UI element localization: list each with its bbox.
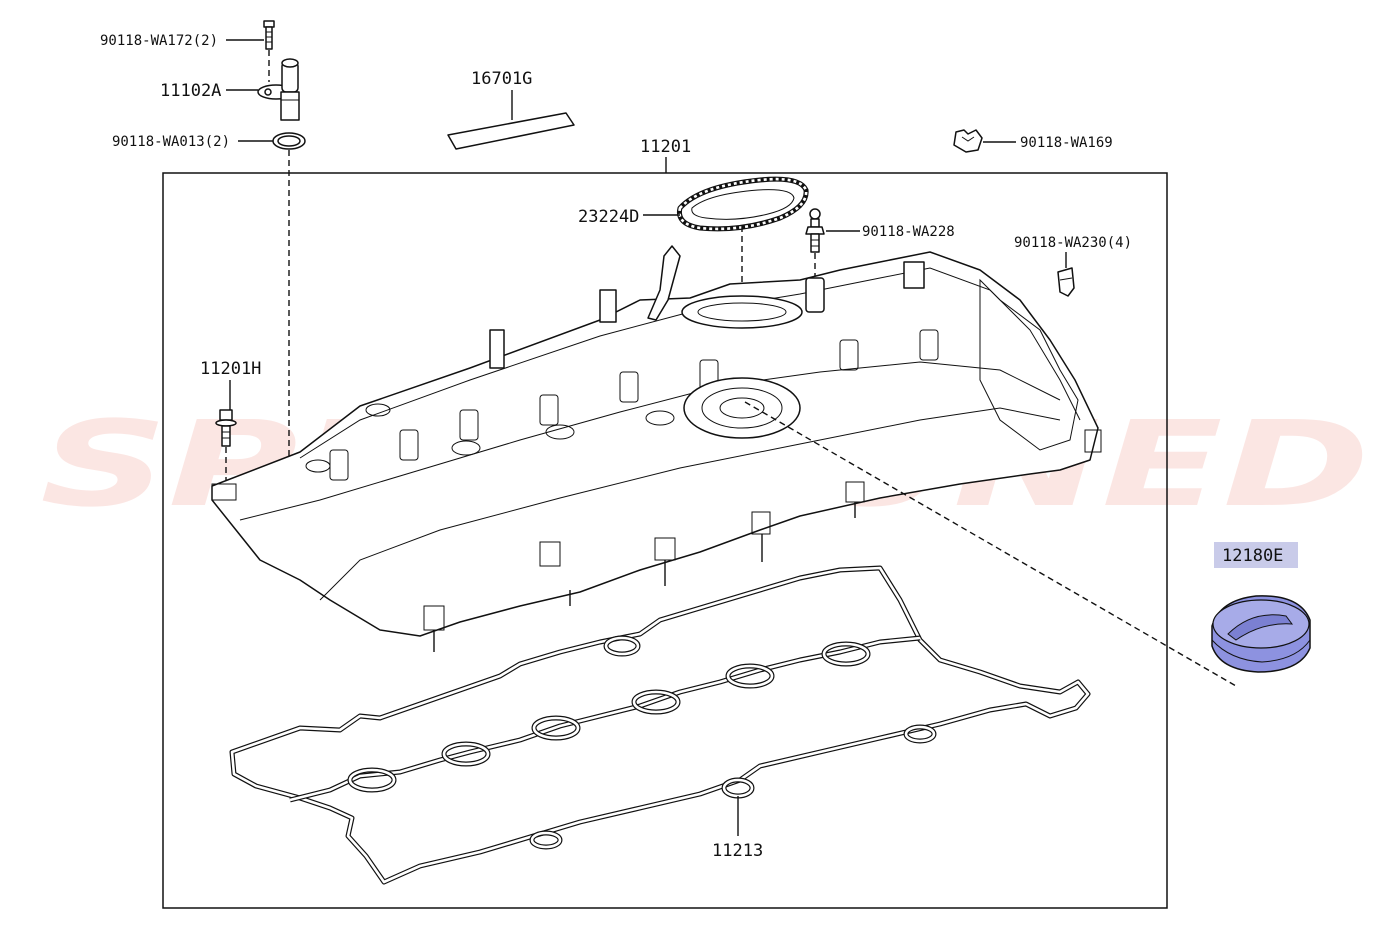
bolt-90118-wa172[interactable] — [263, 20, 275, 50]
label-11201[interactable]: 11201 — [640, 137, 691, 157]
label-90118-wa013[interactable]: 90118-WA013(2) — [112, 134, 230, 150]
label-23224d[interactable]: 23224D — [578, 207, 639, 227]
assembly-frame — [162, 172, 1168, 909]
labels: 90118-WA172(2) 11102A 90118-WA013(2) 167… — [100, 33, 1283, 861]
bolt-11201h[interactable] — [215, 409, 237, 447]
label-90118-wa228[interactable]: 90118-WA228 — [862, 224, 955, 240]
highlight-12180e — [1214, 542, 1298, 568]
oil-cap-12180e[interactable] — [1211, 595, 1311, 673]
gasket-23224d[interactable] — [676, 176, 809, 232]
cam-sensor-11102a[interactable] — [257, 58, 300, 121]
label-16701g[interactable]: 16701G — [471, 69, 532, 89]
label-12180e[interactable]: 12180E — [1222, 546, 1283, 566]
gasket-strip-16701g[interactable] — [447, 112, 575, 150]
label-90118-wa230[interactable]: 90118-WA230(4) — [1014, 235, 1132, 251]
label-11102a[interactable]: 11102A — [160, 81, 221, 101]
leader-dash-oil-cap — [744, 401, 1237, 687]
oring-90118-wa013[interactable] — [272, 132, 306, 150]
label-11213[interactable]: 11213 — [712, 841, 763, 861]
stud-90118-wa228[interactable] — [805, 208, 825, 253]
clip-90118-wa230[interactable] — [1057, 267, 1075, 297]
label-11201h[interactable]: 11201H — [200, 359, 261, 379]
valve-cover-11201[interactable] — [211, 245, 1102, 652]
gasket-11213[interactable] — [229, 565, 1091, 885]
clip-90118-wa169[interactable] — [953, 129, 983, 153]
label-90118-wa172[interactable]: 90118-WA172(2) — [100, 33, 218, 49]
label-90118-wa169[interactable]: 90118-WA169 — [1020, 135, 1113, 151]
